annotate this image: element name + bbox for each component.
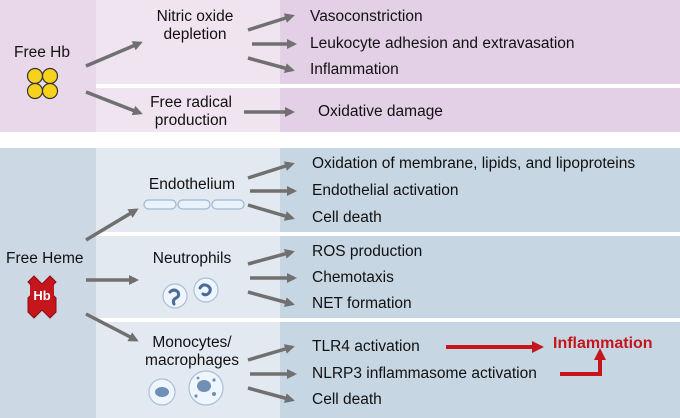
final-inflammation: Inflammation (553, 335, 653, 352)
arrow-neut-1 (247, 249, 295, 266)
neutrophil-cells-icon (162, 277, 219, 309)
target-neutrophils: Neutrophils (152, 250, 232, 267)
arrow-hb-to-radical (85, 90, 143, 116)
mechanism-radical-line-1: Free radical (150, 94, 232, 111)
heme-icon-label: Hb (33, 288, 51, 303)
outcome-endothelial-activation: Endothelial activation (312, 182, 459, 199)
outcome-oxidative-damage: Oxidative damage (318, 103, 443, 120)
arrow-heme-to-endothelium (85, 208, 139, 242)
free-heme-target-column (96, 148, 280, 418)
heme-icon (27, 275, 57, 319)
heme-outcome-band-3 (280, 322, 680, 418)
mechanism-no-line-2: depletion (163, 26, 227, 43)
outcome-net-formation: NET formation (312, 295, 412, 312)
arrow-endo-1 (247, 161, 295, 180)
monocyte-cells-icon (148, 370, 224, 406)
arrow-mono-3 (247, 386, 295, 403)
arrow-endo-3 (247, 203, 295, 221)
arrow-mono-1 (247, 344, 295, 362)
free-hb-outcome-band-1 (280, 0, 680, 84)
outcome-vasoconstriction: Vasoconstriction (310, 8, 423, 25)
outcome-inflammation-hb: Inflammation (310, 61, 399, 78)
free-hb-outcome-band-2 (280, 88, 680, 132)
outcome-nlrp3-activation: NLRP3 inflammasome activation (312, 365, 537, 382)
mechanism-free-radical: Free radical production (140, 94, 242, 130)
arrow-neut-3 (247, 290, 295, 307)
red-arrow-nlrp3 (560, 348, 606, 376)
free-heme-label: Free Heme (6, 250, 84, 267)
target-monocytes-line-2: macrophages (145, 352, 239, 369)
endothelium-cells-icon (143, 199, 245, 210)
arrow-hb-to-no (85, 41, 143, 68)
arrow-heme-to-monocytes (85, 312, 139, 342)
outcome-cell-death-endo: Cell death (312, 209, 382, 226)
outcome-chemotaxis: Chemotaxis (312, 269, 394, 286)
mechanism-radical-line-2: production (154, 112, 228, 129)
heme-band-divider-2 (96, 318, 680, 322)
target-monocytes: Monocytes/ macrophages (140, 334, 244, 370)
target-endothelium: Endothelium (148, 176, 236, 193)
free-hb-mechanism-column (96, 0, 280, 132)
mechanism-no-line-1: Nitric oxide (156, 8, 234, 25)
mechanism-no-depletion: Nitric oxide depletion (140, 8, 250, 44)
arrow-no-to-inflammation (247, 56, 295, 73)
outcome-ros-production: ROS production (312, 243, 423, 260)
outcome-tlr4-activation: TLR4 activation (312, 338, 420, 355)
outcome-leukocyte-adhesion: Leukocyte adhesion and extravasation (310, 35, 575, 52)
hb-tetramer-icon (26, 67, 59, 100)
outcome-cell-death-mono: Cell death (312, 391, 382, 408)
heme-outcome-band-2 (280, 236, 680, 318)
heme-outcome-band-1 (280, 148, 680, 232)
hb-band-divider (96, 84, 680, 88)
heme-band-divider-1 (96, 232, 680, 236)
arrow-no-to-vasoconstriction (247, 13, 295, 32)
outcome-oxidation-membrane: Oxidation of membrane, lipids, and lipop… (312, 155, 636, 172)
target-monocytes-line-1: Monocytes/ (152, 334, 232, 351)
free-hb-label: Free Hb (14, 44, 70, 61)
